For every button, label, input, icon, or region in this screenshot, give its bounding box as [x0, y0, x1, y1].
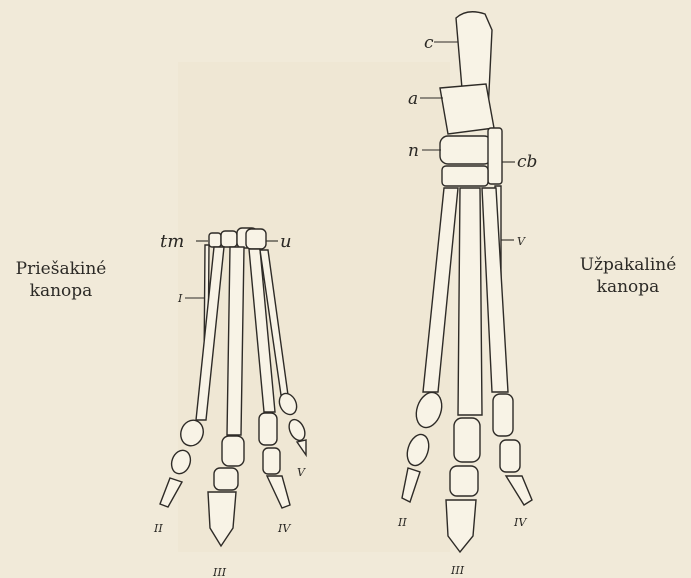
hind-phalanx-III-1 [454, 418, 480, 462]
hind-label-digit-III: III [450, 564, 465, 577]
hind-label-a: a [408, 89, 418, 109]
front-label-tm: tm [160, 231, 184, 252]
front-phalanx-III-2 [214, 468, 238, 490]
hind-metatarsal-III [458, 188, 482, 415]
front-label-digit-IV: IV [277, 522, 291, 535]
hind-phalanx-III-2 [450, 466, 478, 496]
hind-navicular [440, 136, 492, 164]
front-label-u: u [280, 231, 292, 252]
front-carpal-2 [221, 231, 237, 247]
front-label-digit-V: V [297, 466, 306, 479]
hind-astragalus [440, 84, 494, 134]
hind-cuneiform [442, 166, 488, 186]
front-phalanx-III-1 [222, 436, 244, 466]
front-carpal-u [246, 229, 266, 249]
hind-label-cb: cb [517, 152, 537, 172]
front-label-I: I [177, 292, 183, 305]
front-phalanx-IV-1 [259, 413, 277, 445]
hind-phalanx-IV-1 [493, 394, 513, 436]
hind-label-digit-II: II [397, 516, 407, 529]
hind-phalanx-IV-2 [500, 440, 520, 472]
hind-label-c: c [424, 33, 434, 53]
hind-hoof-III [446, 500, 476, 552]
hind-metatarsal-IV [482, 188, 508, 392]
hind-label-digit-IV: IV [513, 516, 527, 529]
front-metacarpal-III [227, 247, 244, 435]
hind-hoof-IV [506, 476, 532, 505]
front-label-digit-II: II [153, 522, 163, 535]
hind-label-V: V [517, 235, 526, 248]
front-phalanx-IV-2 [263, 448, 280, 474]
front-carpal-tm [209, 233, 221, 247]
hind-cuboid [488, 128, 502, 184]
front-label-digit-III: III [212, 566, 227, 578]
hind-label-n: n [408, 141, 419, 161]
